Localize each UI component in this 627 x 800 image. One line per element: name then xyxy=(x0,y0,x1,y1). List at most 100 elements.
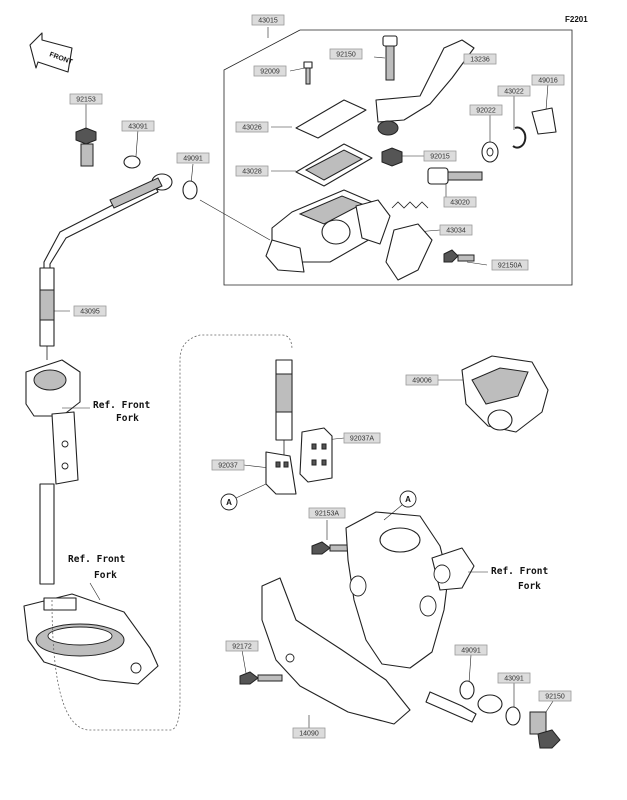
part-label-43022: 43022 xyxy=(497,85,531,97)
part-label-43095: 43095 xyxy=(73,305,107,317)
ref-line-2: Fork xyxy=(94,570,117,581)
part-label-43026: 43026 xyxy=(235,121,269,133)
part-label-49091-top: 49091 xyxy=(176,152,210,164)
part-label-box xyxy=(235,121,269,133)
part-label-box xyxy=(497,672,531,684)
part-label-box xyxy=(463,53,497,65)
part-label-43034: 43034 xyxy=(439,224,473,236)
part-number-text: 43091 xyxy=(128,123,148,130)
ref-line-2: Fork xyxy=(518,581,541,592)
part-label-box xyxy=(454,644,488,656)
part-number-text: 92150A xyxy=(498,262,522,269)
part-number-text: 13236 xyxy=(470,56,490,63)
part-label-92153A: 92153A xyxy=(308,507,346,519)
part-label-box xyxy=(253,65,287,77)
part-label-43091-top: 43091 xyxy=(121,120,155,132)
diagram-code: F2201 xyxy=(565,15,588,24)
part-number-text: 92009 xyxy=(260,68,280,75)
part-number-text: 92153 xyxy=(76,96,96,103)
part-number-text: 43091 xyxy=(504,675,524,682)
part-label-49006: 49006 xyxy=(405,374,439,386)
part-label-box xyxy=(292,727,326,739)
part-number-text: 92172 xyxy=(232,643,252,650)
part-number-text: 92153A xyxy=(315,510,339,517)
part-label-box xyxy=(531,74,565,86)
part-number-text: 92015 xyxy=(430,153,450,160)
part-number-text: 49091 xyxy=(461,647,481,654)
part-label-92153: 92153 xyxy=(69,93,103,105)
part-label-box xyxy=(423,150,457,162)
part-number-labels: 43015 92150 13236 92009 43026 43028 43022 49016… xyxy=(69,14,572,739)
ref-line-1: Ref. Front xyxy=(68,554,125,565)
ref-front-fork-note-1: Ref. Front Fork xyxy=(62,400,150,424)
part-label-box xyxy=(538,690,572,702)
part-label-92150A: 92150A xyxy=(491,259,529,271)
part-label-49016: 49016 xyxy=(531,74,565,86)
part-label-92172: 92172 xyxy=(225,640,259,652)
marker-text: A xyxy=(226,498,232,507)
part-label-92009: 92009 xyxy=(253,65,287,77)
part-label-box xyxy=(343,432,381,444)
part-label-box xyxy=(73,305,107,317)
part-label-box xyxy=(69,93,103,105)
ref-line-2: Fork xyxy=(116,413,139,424)
part-number-text: 43034 xyxy=(446,227,466,234)
part-label-box xyxy=(308,507,346,519)
part-number-text: 49091 xyxy=(183,155,203,162)
part-label-43020: 43020 xyxy=(443,196,477,208)
ref-line-1: Ref. Front xyxy=(93,400,150,411)
part-label-box xyxy=(121,120,155,132)
part-label-14090: 14090 xyxy=(292,727,326,739)
part-label-43091-bottom: 43091 xyxy=(497,672,531,684)
part-label-92015: 92015 xyxy=(423,150,457,162)
part-label-box xyxy=(225,640,259,652)
part-label-box xyxy=(329,48,363,60)
ref-front-fork-note-2: Ref. Front Fork xyxy=(68,554,125,601)
part-label-box xyxy=(211,459,245,471)
part-number-text: 92150 xyxy=(336,51,356,58)
part-label-box xyxy=(439,224,473,236)
part-label-92150: 92150 xyxy=(329,48,363,60)
part-label-box xyxy=(469,104,503,116)
part-number-text: 49016 xyxy=(538,77,558,84)
part-number-text: 43015 xyxy=(258,17,278,24)
part-number-text: 43028 xyxy=(242,168,262,175)
hose-routing-line xyxy=(51,334,293,731)
part-number-text: 92150 xyxy=(545,693,565,700)
part-label-box xyxy=(405,374,439,386)
part-label-92022: 92022 xyxy=(469,104,503,116)
part-label-43028: 43028 xyxy=(235,165,269,177)
part-number-text: 92037 xyxy=(218,462,238,469)
part-label-13236: 13236 xyxy=(463,53,497,65)
part-number-text: 43095 xyxy=(80,308,100,315)
part-number-text: 43022 xyxy=(504,88,524,95)
upper-brake-hose xyxy=(23,127,198,685)
part-label-box xyxy=(235,165,269,177)
part-label-49091-bottom: 49091 xyxy=(454,644,488,656)
part-label-box xyxy=(443,196,477,208)
master-cylinder-assembly xyxy=(265,35,557,281)
part-number-text: 92022 xyxy=(476,107,496,114)
part-label-box xyxy=(497,85,531,97)
part-label-92037A: 92037A xyxy=(343,432,381,444)
connection-marker-left: A xyxy=(220,483,267,511)
part-number-text: 43026 xyxy=(242,124,262,131)
marker-text: A xyxy=(405,495,411,504)
lower-brake-assembly xyxy=(239,355,561,749)
part-label-92037: 92037 xyxy=(211,459,245,471)
connection-marker-right: A xyxy=(383,490,417,521)
ref-line-1: Ref. Front xyxy=(491,566,548,577)
part-number-text: 92037A xyxy=(350,435,374,442)
part-label-43015: 43015 xyxy=(251,14,285,26)
part-number-text: 43020 xyxy=(450,199,470,206)
part-label-box xyxy=(251,14,285,26)
part-label-box xyxy=(176,152,210,164)
master-cylinder-assembly-frame xyxy=(223,29,573,286)
ref-front-fork-note-3: Ref. Front Fork xyxy=(468,566,548,592)
part-label-92150-bottom: 92150 xyxy=(538,690,572,702)
part-number-text: 14090 xyxy=(299,730,319,737)
front-direction-arrow: FRONT xyxy=(29,32,74,73)
part-number-text: 49006 xyxy=(412,377,432,384)
part-label-box xyxy=(491,259,529,271)
